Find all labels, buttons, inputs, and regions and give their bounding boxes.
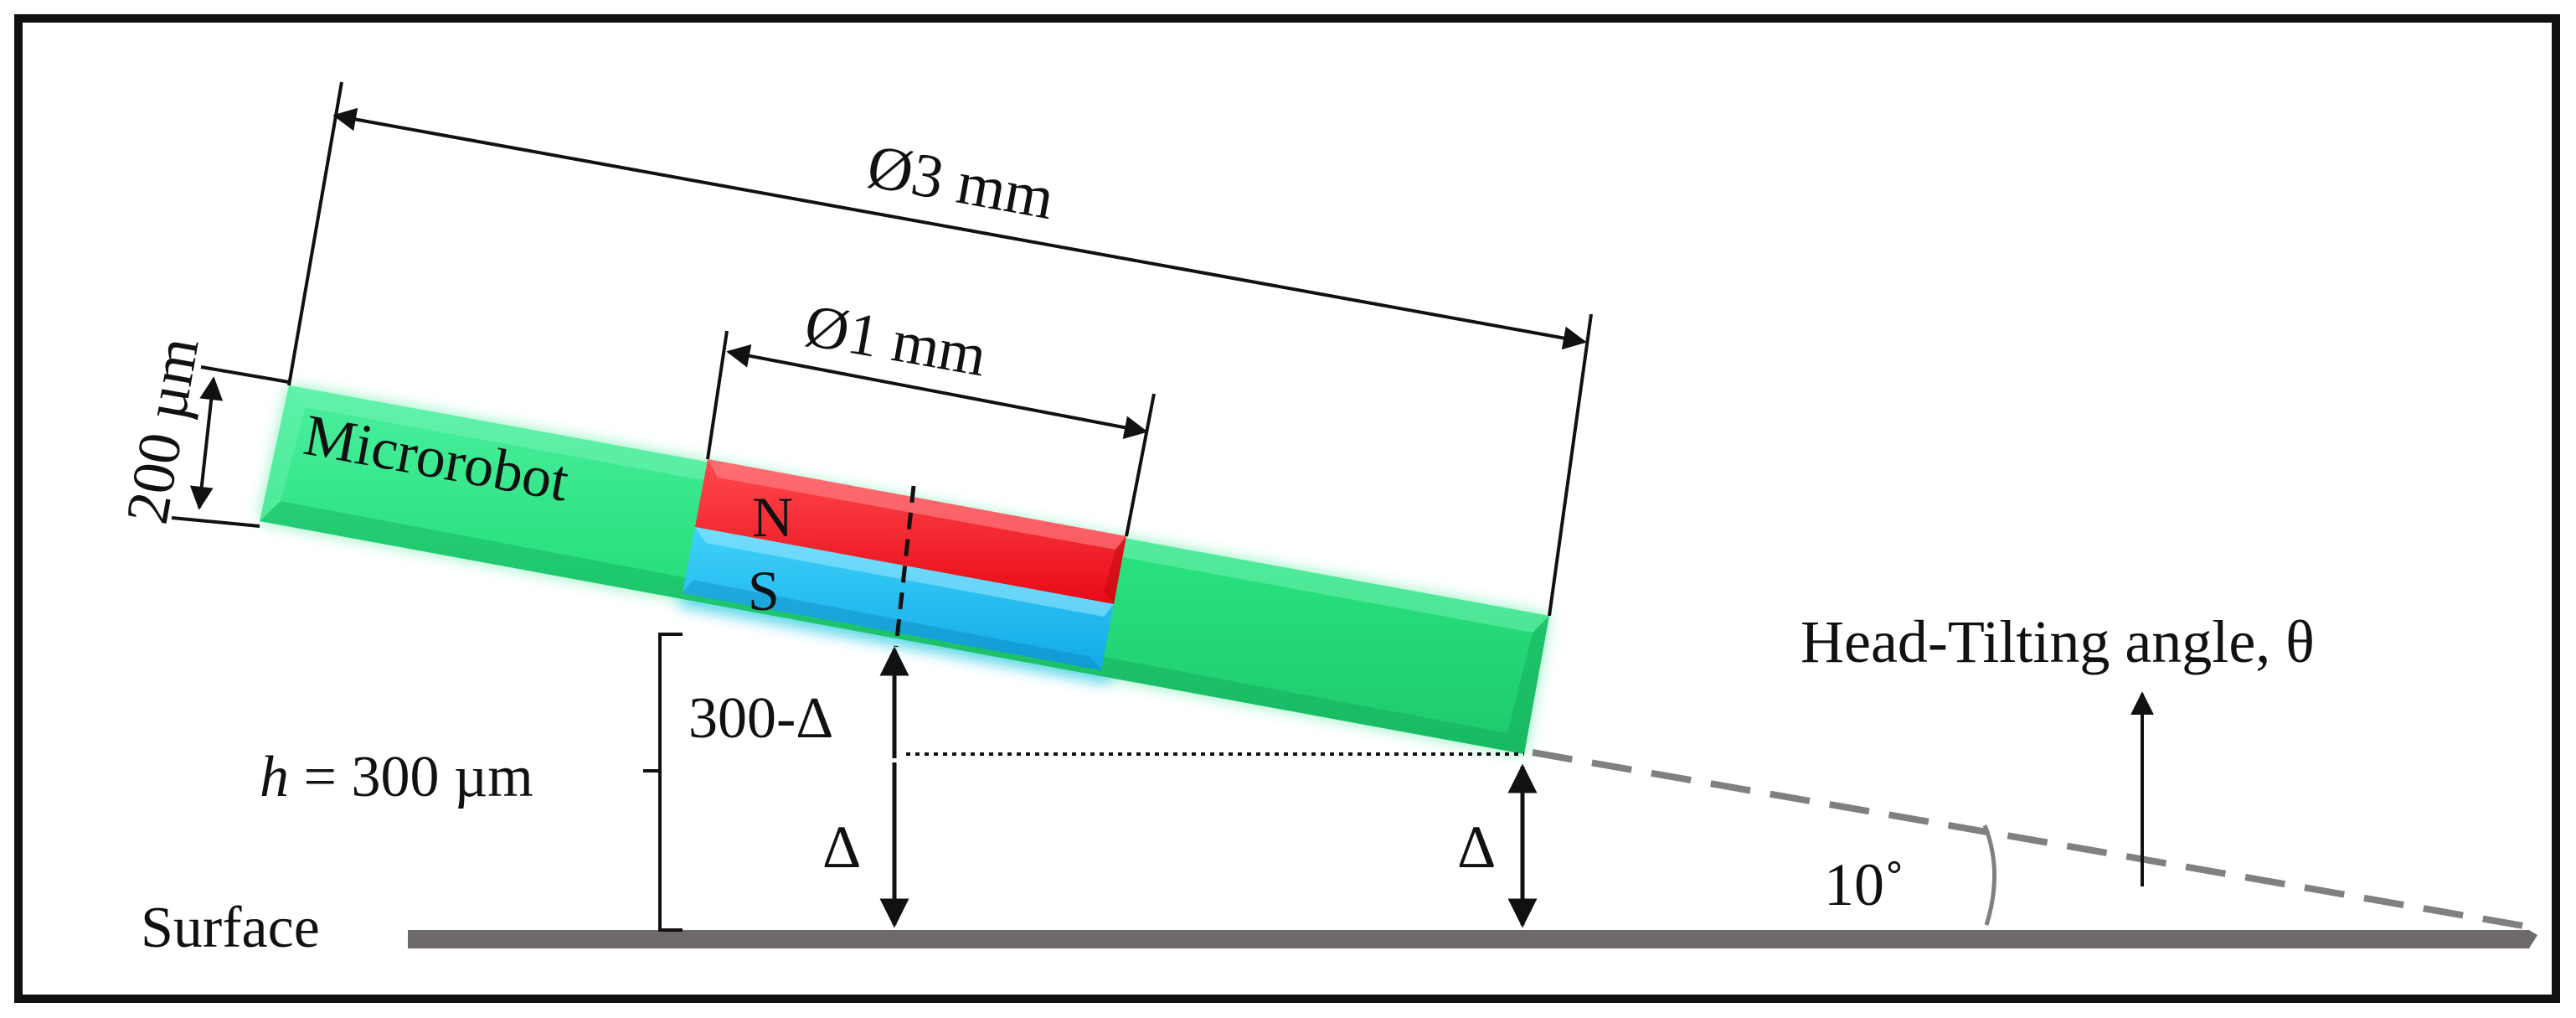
north-magnet [695,459,1126,604]
tilt-title-label: Head-Tilting angle, θ [1801,608,2315,675]
inner-diameter-dimension [706,330,1156,537]
upper-segment-label: 300-Δ [688,686,833,751]
height-bracket [643,633,683,932]
angle-arc [1982,824,1996,926]
magnet-axis-line [894,485,916,648]
delta-right-label: Δ [1457,814,1496,881]
outer-diameter-dimension [287,81,1593,617]
angle-label: 10˚ [1824,851,1904,918]
outer-frame [14,14,2560,1003]
surface-label: Surface [141,896,320,960]
delta-left-label: Δ [822,814,861,881]
height-label: h = 300 µm [260,745,533,809]
tilt-reference-line [1532,749,2538,932]
surface-plate [408,930,2537,948]
south-label: S [748,559,780,623]
height-value: = 300 µm [289,745,533,809]
thickness-label: 200 µm [113,333,212,529]
thickness-dimension [171,365,290,528]
height-variable: h [260,745,289,809]
inner-diameter-label: Ø1 mm [800,292,992,390]
north-label: N [752,485,793,549]
